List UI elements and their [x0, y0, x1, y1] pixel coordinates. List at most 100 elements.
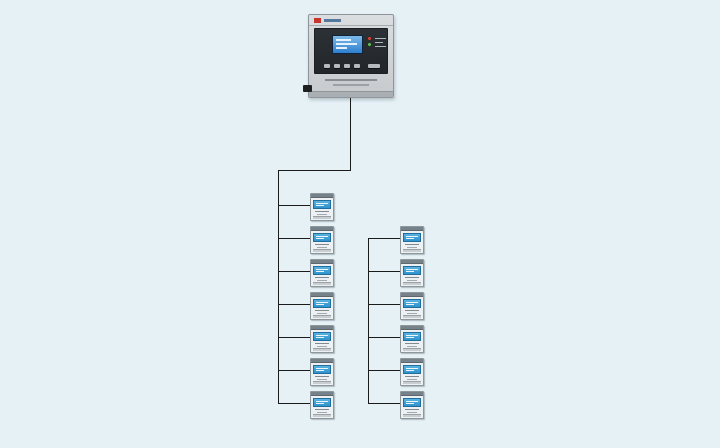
- lcd-text-line: [316, 205, 324, 206]
- device-base: [313, 348, 331, 351]
- field-device: [400, 259, 424, 287]
- device-label-line: [407, 313, 417, 314]
- lcd-text-line: [316, 302, 328, 303]
- field-device: [400, 325, 424, 353]
- device-label-line: [405, 277, 419, 278]
- device-stub-line: [278, 271, 310, 272]
- lcd-text-line: [316, 203, 328, 204]
- lcd-text-line: [406, 335, 418, 336]
- device-stub-line: [278, 337, 310, 338]
- field-device: [310, 325, 334, 353]
- device-label-line: [317, 379, 327, 380]
- device-lcd-screen: [313, 398, 331, 407]
- field-device: [310, 358, 334, 386]
- device-terminal-cap: [311, 293, 333, 297]
- device-label-line: [407, 346, 417, 347]
- lcd-text-line: [406, 370, 414, 371]
- device-terminal-cap: [401, 326, 423, 330]
- lcd-text-line: [336, 39, 351, 41]
- panel-button: [324, 64, 330, 68]
- device-base: [403, 381, 421, 384]
- controller-header: [309, 15, 393, 26]
- device-label-line: [405, 376, 419, 377]
- lcd-text-line: [316, 335, 328, 336]
- device-terminal-cap: [311, 227, 333, 231]
- device-terminal-cap: [311, 260, 333, 264]
- panel-button: [344, 64, 350, 68]
- side-knob: [303, 85, 312, 92]
- alarm-led-icon: [368, 37, 371, 40]
- device-label-line: [405, 343, 419, 344]
- device-stub-line: [278, 304, 310, 305]
- lcd-text-line: [406, 238, 414, 239]
- field-device: [310, 193, 334, 221]
- right-bus-line: [368, 238, 369, 403]
- device-lcd-screen: [313, 332, 331, 341]
- lcd-text-line: [406, 337, 414, 338]
- device-stub-line: [368, 238, 400, 239]
- field-device: [310, 292, 334, 320]
- device-stub-line: [368, 337, 400, 338]
- device-lcd-screen: [313, 200, 331, 209]
- device-terminal-cap: [401, 227, 423, 231]
- device-lcd-screen: [313, 365, 331, 374]
- panel-button: [334, 64, 340, 68]
- device-base: [313, 249, 331, 252]
- device-lcd-screen: [403, 332, 421, 341]
- device-label-line: [317, 214, 327, 215]
- device-label-line: [315, 244, 329, 245]
- lcd-text-line: [336, 43, 357, 45]
- lcd-text-line: [316, 304, 324, 305]
- controller-lcd-screen: [332, 35, 363, 54]
- lcd-text-line: [316, 269, 328, 270]
- device-label-line: [315, 310, 329, 311]
- device-lcd-screen: [313, 266, 331, 275]
- power-led-icon: [368, 43, 371, 46]
- controller-drop-line: [350, 98, 351, 170]
- lcd-text-line: [406, 236, 418, 237]
- lcd-text-line: [316, 403, 324, 404]
- panel-label: [375, 42, 383, 43]
- controller-nameplate-line: [325, 79, 377, 81]
- field-device: [400, 358, 424, 386]
- device-terminal-cap: [401, 260, 423, 264]
- lcd-text-line: [316, 271, 324, 272]
- lcd-text-line: [316, 236, 328, 237]
- device-label-line: [315, 211, 329, 212]
- device-base: [403, 249, 421, 252]
- lcd-text-line: [406, 269, 418, 270]
- lcd-text-line: [336, 47, 347, 49]
- field-device: [310, 391, 334, 419]
- lcd-text-line: [406, 302, 418, 303]
- device-label-line: [315, 343, 329, 344]
- field-device: [400, 391, 424, 419]
- device-label-line: [317, 412, 327, 413]
- device-base: [313, 315, 331, 318]
- lcd-text-line: [316, 370, 324, 371]
- panel-label: [375, 46, 386, 47]
- device-label-line: [407, 379, 417, 380]
- device-lcd-screen: [403, 233, 421, 242]
- device-label-line: [407, 280, 417, 281]
- device-label-line: [317, 247, 327, 248]
- lcd-text-line: [316, 401, 328, 402]
- device-terminal-cap: [401, 359, 423, 363]
- device-lcd-screen: [403, 299, 421, 308]
- main-controller-unit: [303, 14, 394, 98]
- field-device: [310, 259, 334, 287]
- device-label-line: [315, 409, 329, 410]
- panel-button: [368, 64, 380, 68]
- controller-bottom-trim: [309, 91, 393, 97]
- device-base: [313, 414, 331, 417]
- device-terminal-cap: [311, 194, 333, 198]
- field-device: [310, 226, 334, 254]
- device-label-line: [315, 376, 329, 377]
- device-lcd-screen: [403, 365, 421, 374]
- device-stub-line: [278, 205, 310, 206]
- brand-logo-icon: [314, 17, 321, 23]
- brand-logo-text: [324, 18, 341, 22]
- lcd-text-line: [406, 401, 418, 402]
- panel-label: [375, 38, 386, 39]
- left-bus-line: [278, 170, 279, 403]
- device-stub-line: [368, 304, 400, 305]
